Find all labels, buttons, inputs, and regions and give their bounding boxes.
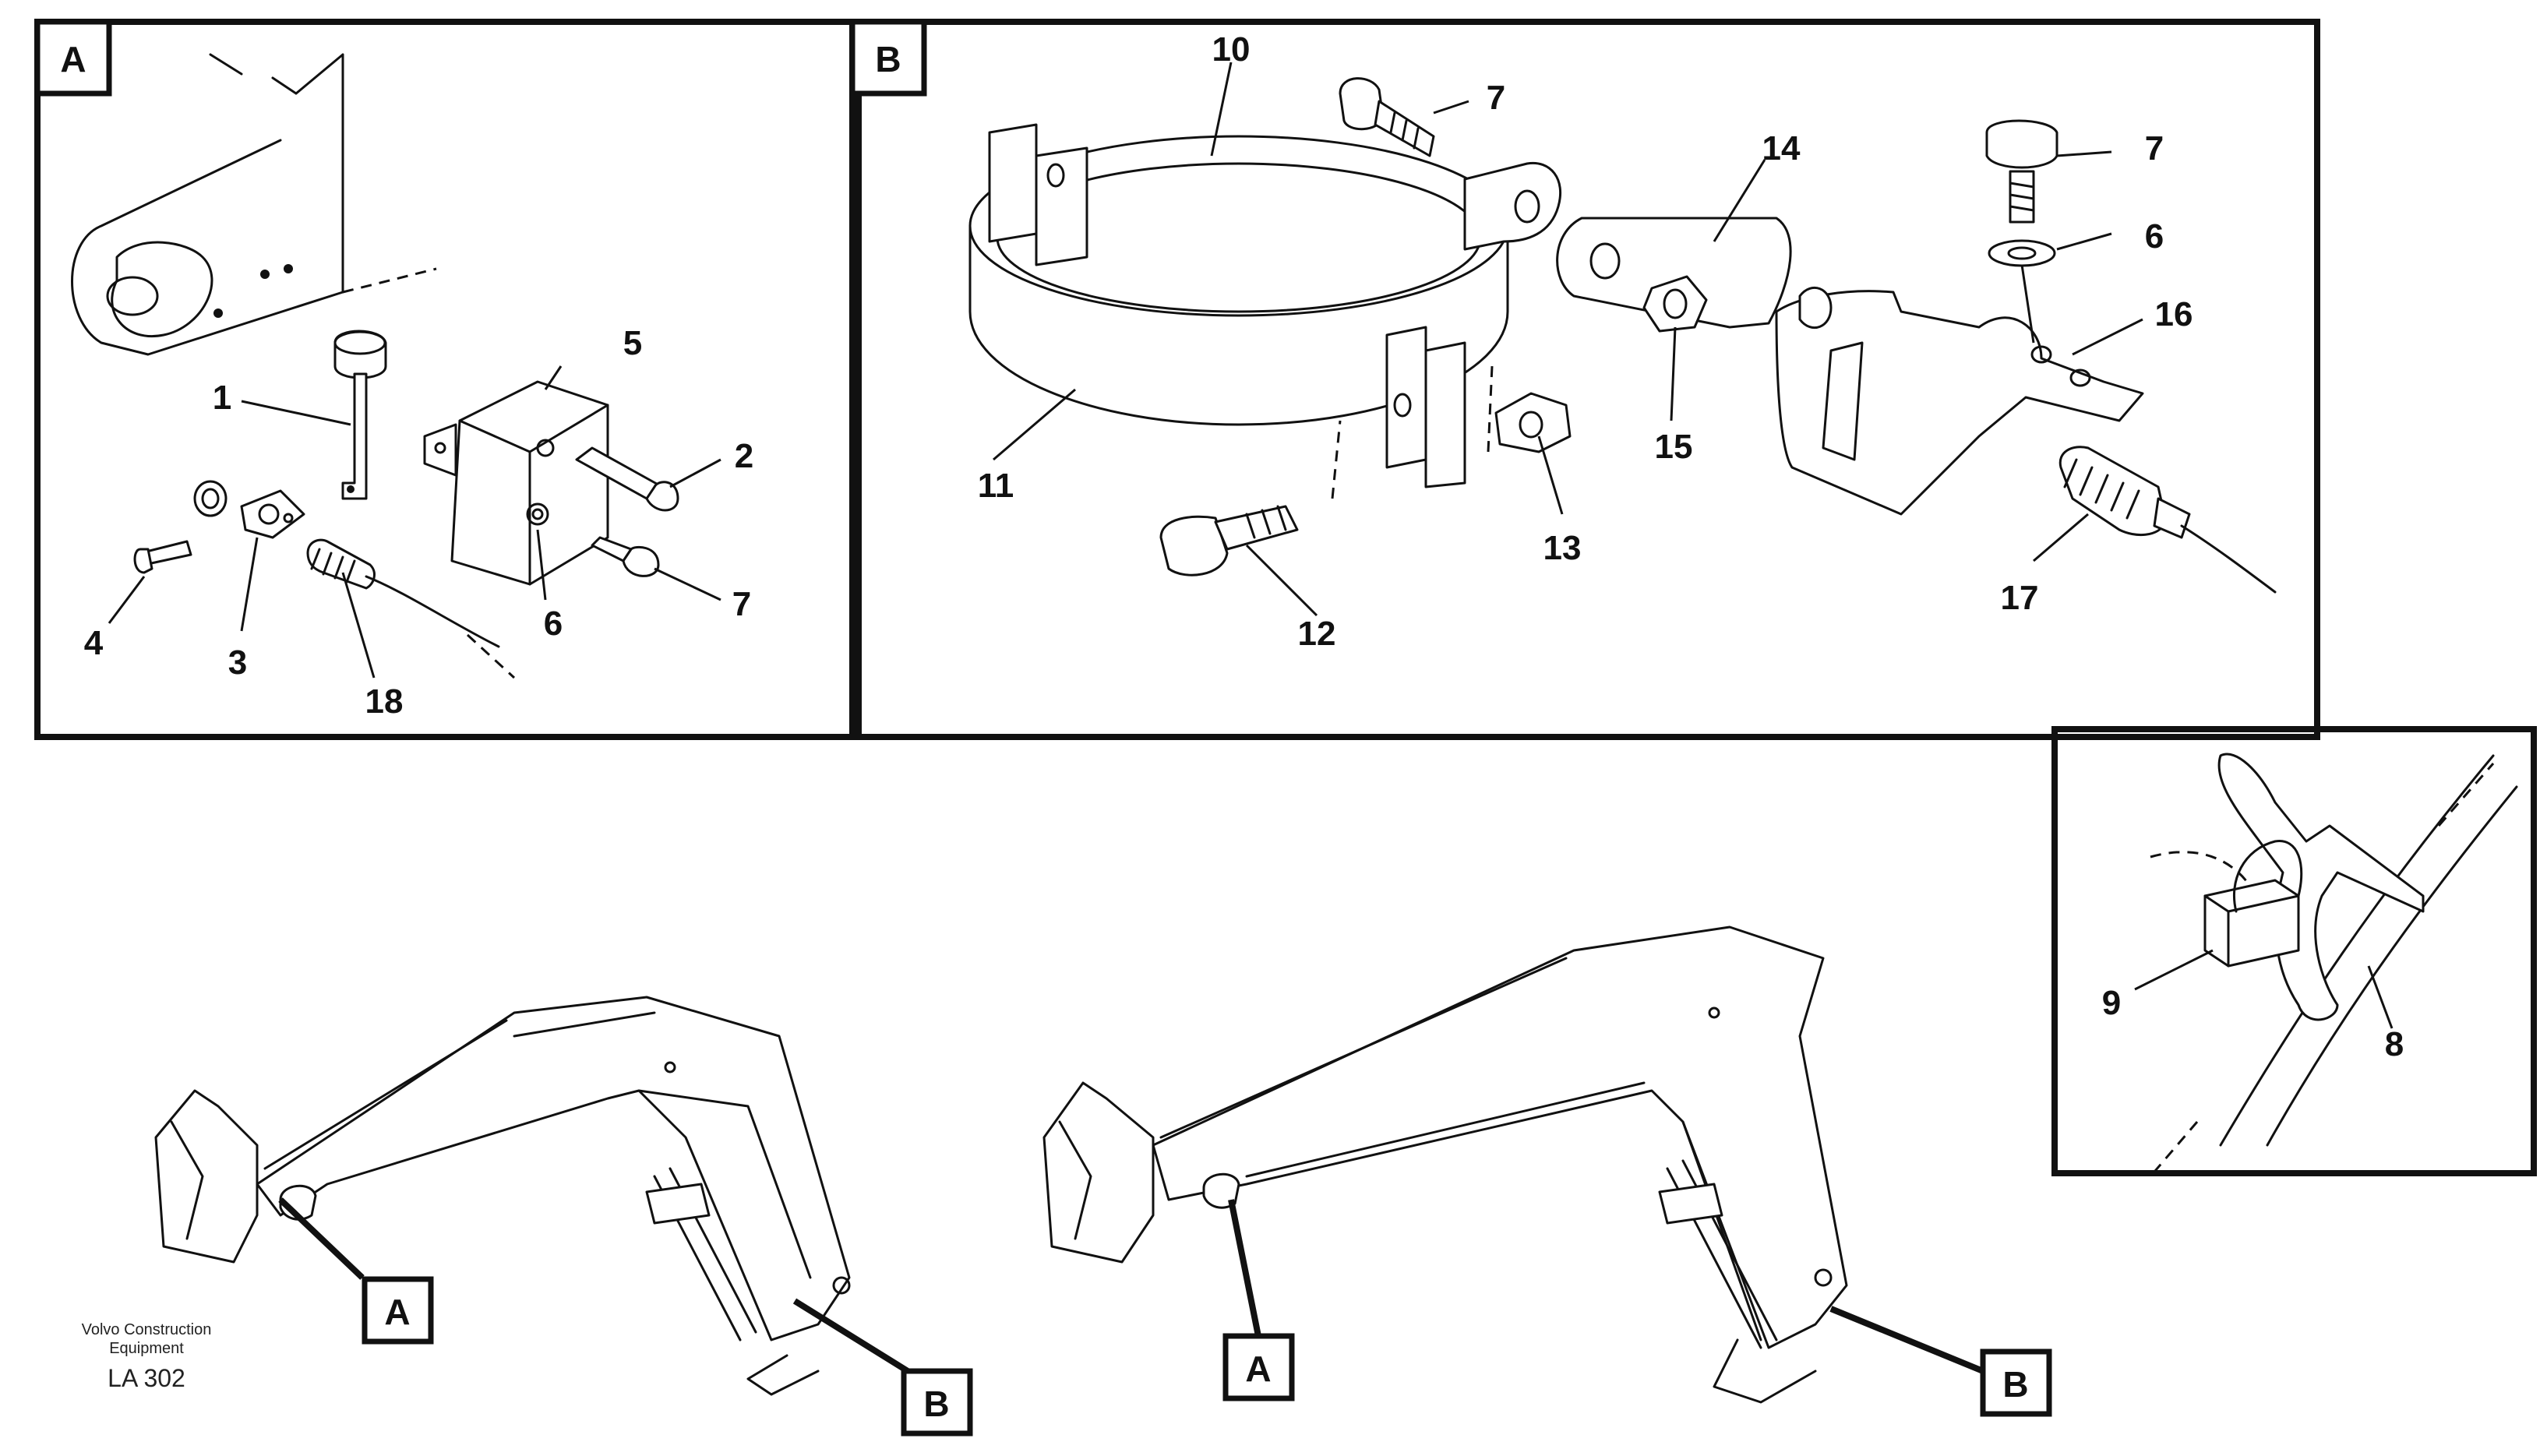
leader-7-top [1433,100,1469,115]
part-label-7-right: 7 [2145,129,2164,167]
caption: Volvo Construction Equipment LA 302 [82,1321,212,1392]
part-7-bolt-right [1985,119,2058,224]
part-label-17: 17 [2001,579,2039,617]
leader-14 [1713,159,1766,242]
panel-b-tag: B [875,39,901,79]
part-label-9: 9 [2102,984,2121,1022]
part-label-1: 1 [213,379,231,417]
leader-8 [2367,965,2394,1029]
part-6-washer-b [1988,239,2056,344]
part-16-bracket [1775,286,2144,516]
leader-2 [669,458,721,488]
part-10-11-clamp [968,123,1562,488]
part-label-6: 6 [2145,217,2164,256]
right-callout-a-box [1222,1333,1295,1401]
part-13-nut [1494,392,1572,453]
part-label-5: 5 [623,324,642,362]
left-callout-a-line [278,1197,365,1280]
part-18-cable-end [306,538,516,679]
part-label-6: 6 [544,605,563,643]
excavator-boom-right: A B [1042,925,2052,1417]
leader-1 [241,400,351,426]
part-12-bolt [1159,365,1494,576]
detail-panel-c: 9 8 [2051,726,2537,1177]
leader-9 [2134,949,2214,991]
part-5-housing [423,380,609,586]
detail-panel-a: A [34,19,862,740]
leader-6b [2056,232,2112,251]
leader-5 [544,365,563,390]
excavator-boom-left: A B [154,996,973,1437]
right-callout-a: A [1245,1348,1271,1389]
right-callout-b-line [1829,1306,1984,1374]
part-label-14: 14 [1762,129,1801,167]
panel-b-frame [849,19,2320,740]
leader-7-right [2056,150,2112,157]
right-detail-a-marker [1202,1172,1240,1209]
part-label-15: 15 [1655,428,1693,466]
leader-12 [1245,544,1318,617]
part-label-16: 16 [2155,295,2193,333]
panel-b-tag-box [849,19,927,97]
part-label-3: 3 [228,643,247,682]
left-callout-b-line [792,1298,910,1374]
leader-11 [993,388,1076,461]
part-label-13: 13 [1543,529,1582,567]
detail-panel-b: B [849,19,2320,740]
part-1-lever [333,330,387,500]
right-callout-b-box [1980,1348,2052,1417]
leader-10 [1210,62,1233,157]
leader-7a [654,567,721,601]
leader-13 [1537,435,1564,515]
panel-c-frame [2051,726,2537,1176]
part-4-screw [133,480,228,574]
leader-16 [2072,318,2143,356]
leader-18 [341,572,376,679]
left-callout-a: A [384,1292,410,1332]
part-label-10: 10 [1212,30,1251,69]
left-callout-b: B [923,1384,949,1424]
part-label-12: 12 [1298,615,1336,653]
caption-company-line1: Volvo Construction [82,1321,212,1338]
leader-6a [536,529,547,601]
caption-code: LA 302 [108,1364,185,1392]
panel-a-frame [34,19,862,740]
part-label-18: 18 [365,682,404,721]
leader-17 [2033,513,2089,562]
left-callout-a-box [362,1276,434,1345]
right-callout-b: B [2002,1364,2028,1405]
leader-15 [1670,326,1677,421]
panel-a-tag: A [60,39,86,79]
boom-end-bracket [71,53,437,356]
part-label-11: 11 [978,467,1014,505]
panel-a-tag-box [34,19,112,97]
part-2-bolt [575,446,679,512]
part-label-4: 4 [84,624,104,662]
part-7-bolt-top [1339,77,1435,157]
part-9-clip [2203,879,2300,968]
caption-company-line2: Equipment [109,1340,184,1357]
part-label-2: 2 [735,437,753,475]
part-6-washer-a [531,508,544,520]
part-label-7: 7 [732,585,751,623]
part-17-cable [2058,446,2277,594]
part-15-nut [1642,275,1708,333]
part-7-bolt-a [591,536,660,577]
leader-3 [240,537,259,632]
part-14-plate [1556,217,1792,329]
left-callout-b-box [901,1368,973,1437]
part-label-8: 8 [2385,1025,2404,1063]
part-label-7-top: 7 [1487,79,1505,117]
leader-4 [108,576,146,624]
right-callout-a-line [1228,1199,1261,1337]
part-3-plate [240,489,305,539]
